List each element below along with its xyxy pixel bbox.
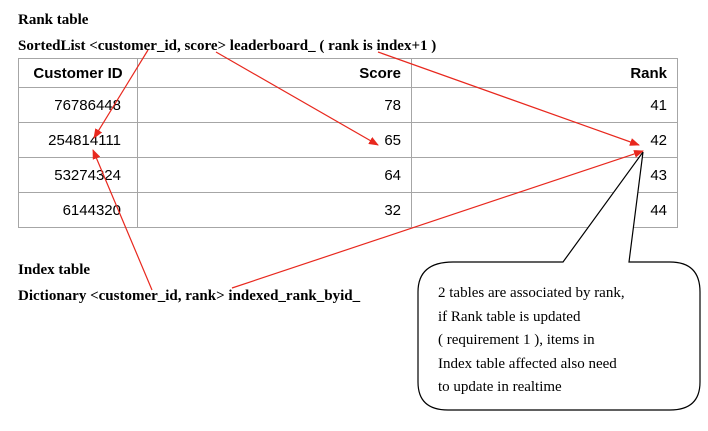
cell-score: 78 xyxy=(137,87,412,123)
arrow-customer-id-to-id-cell xyxy=(93,49,149,139)
arrow-index-rank-to-rank-cell xyxy=(231,150,644,289)
cell-score: 32 xyxy=(137,192,412,228)
index-table-heading: Index table xyxy=(18,262,91,278)
callout-bubble xyxy=(417,151,701,411)
callout-line: if Rank table is updated xyxy=(438,308,581,325)
cell-customer-id: 76786448 xyxy=(18,87,138,123)
cell-score: 65 xyxy=(137,122,412,158)
rank-table-heading: Rank table xyxy=(18,12,89,28)
index-table-declaration: Dictionary <customer_id, rank> indexed_r… xyxy=(18,288,361,304)
rank-table-declaration: SortedList <customer_id, score> leaderbo… xyxy=(18,38,437,54)
cell-rank: 41 xyxy=(411,87,678,123)
rank-table: Customer ID Score Rank 76786448 78 41 25… xyxy=(18,58,678,228)
arrow-index-customer-id-to-id-cell xyxy=(92,149,153,291)
column-header-customer-id: Customer ID xyxy=(18,58,138,88)
arrow-score-to-score-cell xyxy=(215,51,379,146)
cell-customer-id: 53274324 xyxy=(18,157,138,193)
arrow-rank-to-rank-cell xyxy=(377,51,640,146)
callout-line: 2 tables are associated by rank, xyxy=(438,285,625,301)
callout-line: to update in realtime xyxy=(438,379,562,395)
table-row: 76786448 78 41 xyxy=(18,87,678,123)
table-row: 6144320 32 44 xyxy=(18,192,678,228)
callout-line: ( requirement 1 ), items in xyxy=(438,332,595,348)
callout-text: 2 tables are associated by rank, if Rank… xyxy=(438,282,678,400)
callout-line: Index table affected also need xyxy=(438,355,617,372)
cell-customer-id: 254814111 xyxy=(18,122,138,158)
